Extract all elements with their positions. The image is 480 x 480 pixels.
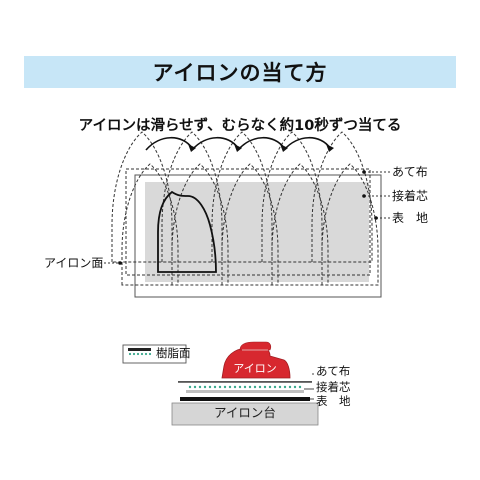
leader-dot xyxy=(374,216,378,220)
leader-dots-top xyxy=(118,170,378,265)
bottom-label-pressing-cloth: あて布 xyxy=(316,364,351,378)
label-pressing-cloth: あて布 xyxy=(392,165,428,179)
motion-arrowheads xyxy=(188,144,334,152)
leader-lines-bottom xyxy=(304,373,314,400)
pressing-cloth-layer xyxy=(125,168,371,276)
bottom-pressing-cloth xyxy=(178,381,312,383)
arrow-3 xyxy=(237,136,285,151)
ironing-board xyxy=(171,402,319,426)
iron-outline xyxy=(211,131,273,263)
iron-outline xyxy=(171,163,229,286)
bottom-resin-dots xyxy=(188,385,302,389)
interfacing-layer xyxy=(145,182,369,282)
bottom-label-fabric: 表 地 xyxy=(316,394,351,408)
leader-dot xyxy=(118,261,122,265)
bottom-label-interfacing: 接着芯 xyxy=(316,380,351,394)
instruction-text: アイロンは滑らせず、むらなく約10秒ずつ当てる xyxy=(78,118,402,134)
ironing-board-label: アイロン台 xyxy=(214,405,276,420)
iron-position-outlines xyxy=(111,131,379,286)
label-resin-surface: 樹脂面 xyxy=(156,346,191,360)
arrowhead xyxy=(326,144,334,152)
iron-outline xyxy=(221,163,279,286)
leader-dot xyxy=(362,194,366,198)
label-fabric: 表 地 xyxy=(392,211,429,225)
iron-outline xyxy=(261,131,323,263)
iron-outline xyxy=(161,131,223,263)
arrowhead xyxy=(280,144,288,152)
title-banner: アイロンの当て方 xyxy=(24,56,456,88)
iron-outline xyxy=(121,163,179,286)
label-interfacing: 接着芯 xyxy=(392,189,429,203)
arrow-4 xyxy=(283,136,331,151)
label-iron-surface: アイロン面 xyxy=(44,256,104,270)
iron-label: アイロン xyxy=(233,362,277,375)
bottom-fabric xyxy=(180,397,310,401)
iron-outline xyxy=(321,163,379,286)
iron-handle xyxy=(239,341,272,351)
iron-outline xyxy=(311,131,373,263)
bottom-interfacing xyxy=(186,390,304,393)
leader-dot xyxy=(362,170,366,174)
page-title: アイロンの当て方 xyxy=(152,61,328,85)
resin-legend-swatch xyxy=(128,348,152,356)
iron-outline xyxy=(111,131,173,263)
leader-lines-top xyxy=(100,171,390,264)
iron-solid-outline xyxy=(157,190,217,273)
arrowhead xyxy=(234,144,242,152)
iron-icon xyxy=(221,347,291,379)
iron-outline xyxy=(271,163,329,286)
arrowhead xyxy=(188,144,196,152)
